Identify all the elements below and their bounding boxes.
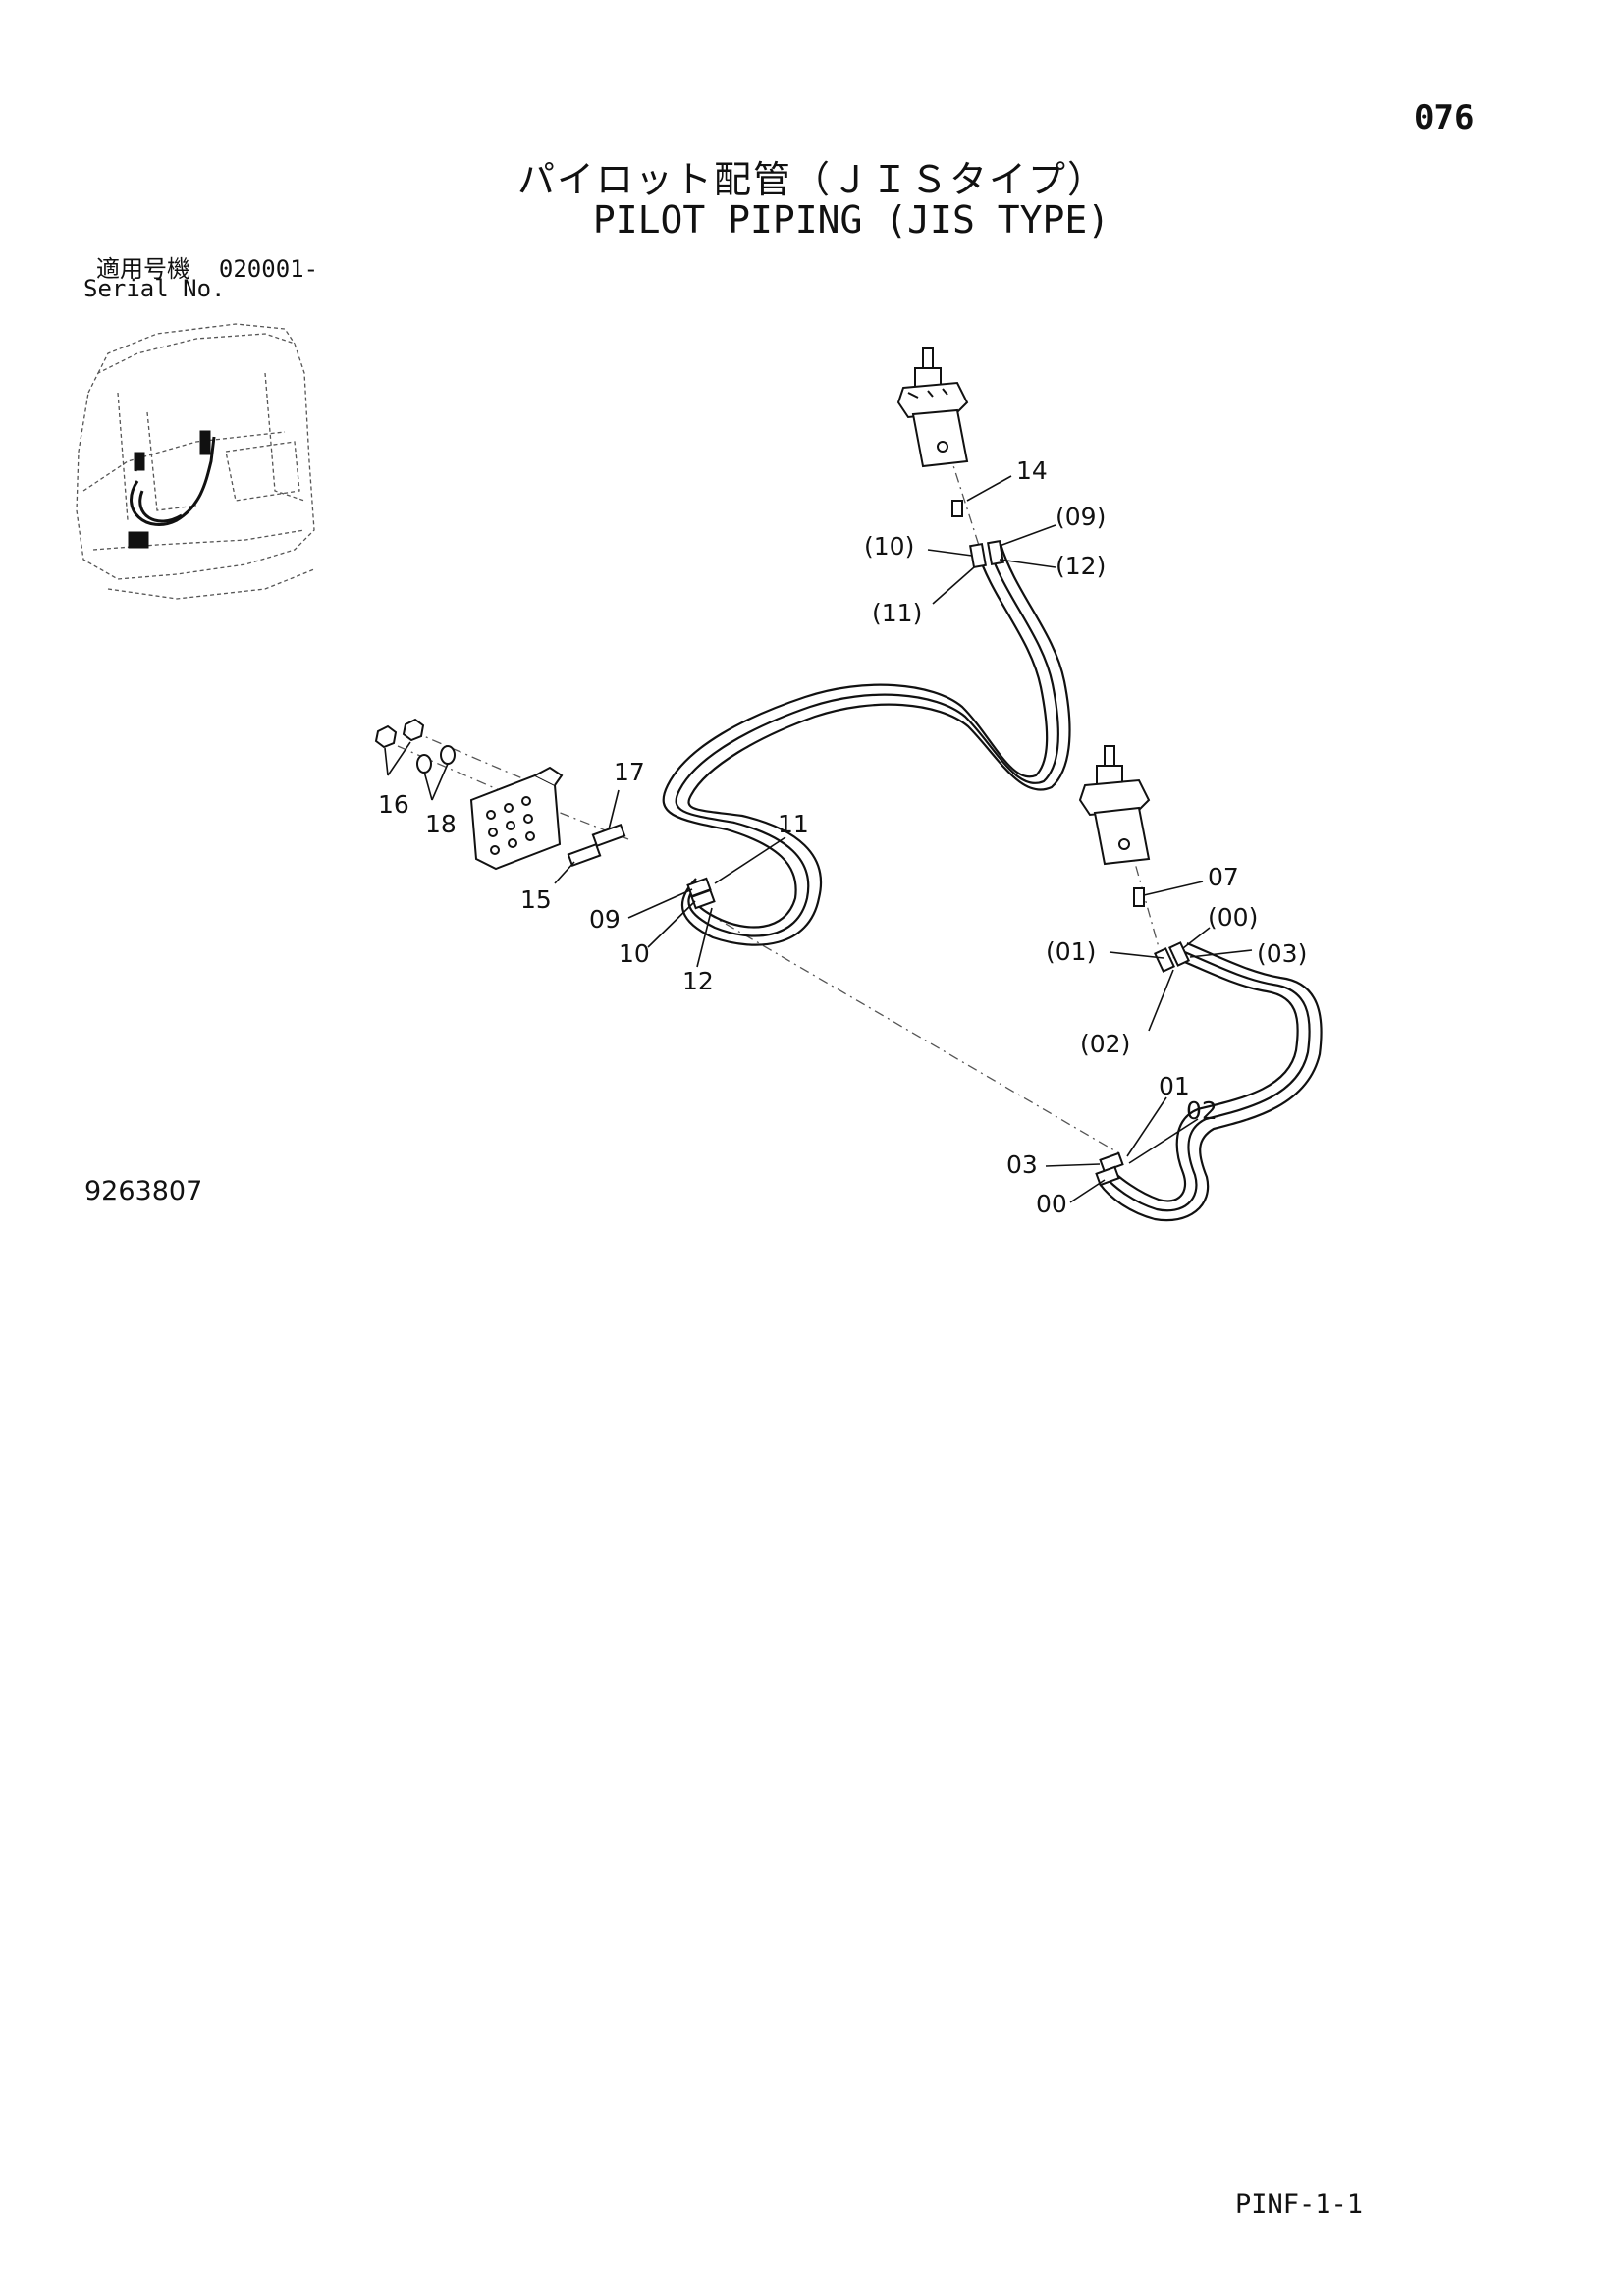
callout-11: 11: [778, 810, 809, 838]
serial-range: 020001-: [218, 255, 319, 283]
page-number: 076: [1414, 98, 1475, 137]
serial-label-ja: 適用号機 020001-: [96, 249, 318, 284]
callout-02-ref: (02): [1080, 1030, 1130, 1058]
callout-labels: 14 (09) (10) (12) (11) 17 16 18 15 11 09…: [378, 456, 1307, 1218]
lower-hose-bundle: [1099, 941, 1323, 1222]
callout-12-ref: (12): [1056, 552, 1106, 580]
drawing-number: 9263807: [84, 1176, 203, 1206]
callout-15: 15: [520, 885, 552, 914]
adapters-15-17: [567, 823, 626, 868]
callout-12: 12: [682, 967, 714, 995]
callout-18: 18: [425, 810, 457, 838]
title-japanese: パイロット配管（ＪＩＳタイプ）: [516, 158, 1107, 201]
page-code: PINF-1-1: [1235, 2189, 1364, 2219]
callout-09-ref: (09): [1056, 503, 1106, 531]
machine-location-key: [76, 323, 315, 600]
serial-label-ja-text: 適用号機: [96, 255, 190, 283]
callout-02: 02: [1186, 1096, 1218, 1125]
callout-01: 01: [1159, 1072, 1190, 1100]
upper-pilot-valve: [896, 347, 969, 468]
callout-leaders: [384, 475, 1253, 1203]
upper-hose-bundle: [662, 543, 1071, 946]
callout-16: 16: [378, 790, 409, 819]
callout-01-ref: (01): [1046, 937, 1096, 966]
callout-07: 07: [1208, 863, 1239, 891]
callout-17: 17: [614, 758, 645, 786]
callout-11-ref: (11): [872, 599, 922, 627]
callout-10: 10: [619, 939, 650, 968]
location-key-pipes: [128, 430, 216, 549]
bracket-plate: [469, 766, 564, 871]
title-english: PILOT PIPING (JIS TYPE): [592, 198, 1110, 241]
callout-00-ref: (00): [1208, 903, 1258, 932]
callout-03-ref: (03): [1257, 939, 1307, 968]
lower-pilot-valve: [1078, 745, 1151, 866]
serial-label-en: Serial No.: [83, 275, 226, 302]
callout-10-ref: (10): [864, 532, 914, 561]
callout-09: 09: [589, 905, 621, 934]
callout-14: 14: [1016, 456, 1048, 485]
callout-03: 03: [1006, 1150, 1038, 1179]
nuts-16-18: [374, 718, 456, 774]
callout-00: 00: [1036, 1190, 1067, 1218]
